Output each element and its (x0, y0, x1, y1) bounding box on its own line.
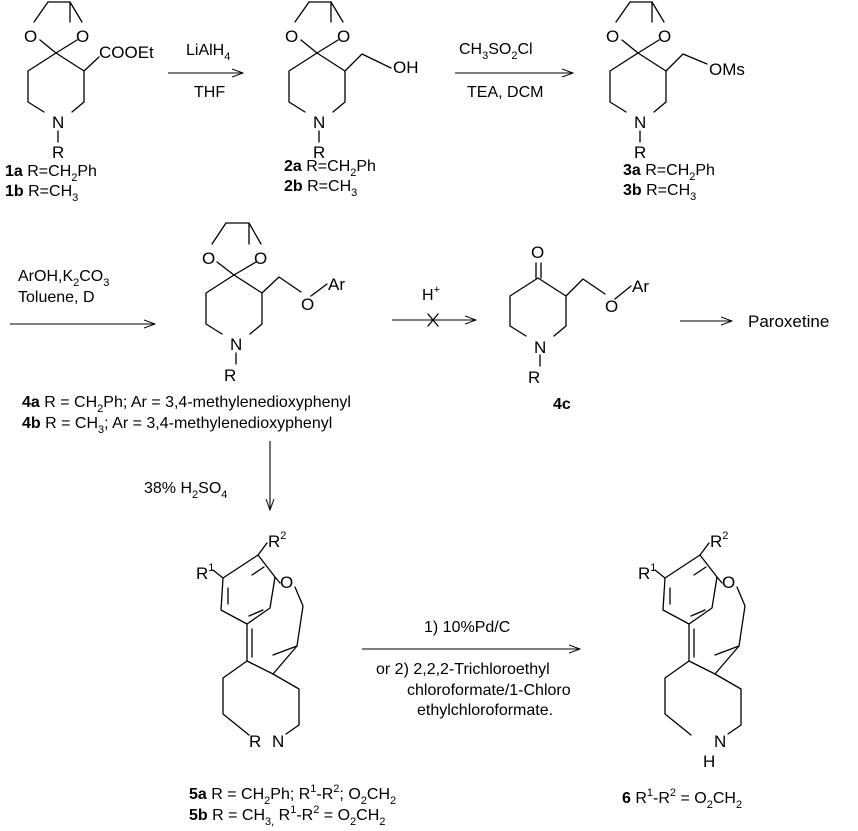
atom-o: O (202, 249, 215, 268)
label-1a: 1a R=CH2Ph (5, 163, 97, 184)
atom-r: R (528, 368, 540, 387)
label-2b: 2b R=CH3 (284, 178, 357, 199)
substituent-oh: OH (393, 58, 419, 77)
atom-n: N (272, 732, 284, 751)
substituent-ar: Ar (632, 277, 649, 296)
atom-r: R (52, 143, 64, 162)
label-6: 6 R1-R2 = O2CH2 (622, 787, 742, 811)
atom-o: O (605, 297, 618, 316)
atom-o: O (722, 573, 735, 592)
atom-r: R (313, 143, 325, 162)
atom-r: R (634, 143, 646, 162)
atom-o: O (658, 27, 671, 46)
reagent-step2-bottom: TEA, DCM (467, 84, 543, 101)
reagent-step1-top: LiAlH4 (186, 42, 230, 63)
reagent-step4: H+ (422, 284, 440, 304)
reagent-step7-line4: ethylchloroformate. (417, 702, 553, 719)
label-4c: 4c (553, 396, 571, 413)
atom-n: N (52, 113, 64, 132)
substituent-r1: R1 (638, 562, 656, 583)
reagent-step3-bottom: Toluene, D (18, 289, 95, 306)
atom-o: O (606, 27, 619, 46)
atom-o: O (285, 27, 298, 46)
compound-6-structure: O N H R2 R1 (638, 530, 746, 771)
atom-n: N (230, 335, 242, 354)
label-3b: 3b R=CH3 (623, 182, 696, 203)
label-5b: 5b R = CH3, R1-R2 = O2CH2 (189, 804, 385, 828)
substituent-ar: Ar (328, 275, 345, 294)
atom-o: O (301, 295, 314, 314)
atom-n: N (634, 113, 646, 132)
atom-h: H (703, 752, 715, 771)
substituent-r2: R2 (268, 530, 286, 551)
cross-icon (427, 313, 439, 327)
atom-o: O (24, 27, 37, 46)
reagent-step2-top: CH3SO2Cl (459, 41, 533, 62)
label-2a: 2a R=CH2Ph (284, 158, 376, 179)
atom-o: O (531, 243, 544, 262)
atom-n: N (313, 113, 325, 132)
compound-4-structure: O O O Ar N R (202, 222, 345, 385)
reagent-step7-line3: chloroformate/1-Chloro (407, 682, 571, 699)
substituent-cooet: COOEt (99, 43, 154, 62)
reagent-step7-line2: or 2) 2,2,2-Trichloroethyl (376, 661, 550, 678)
atom-o: O (337, 27, 350, 46)
atom-o: O (76, 27, 89, 46)
atom-n: N (534, 338, 546, 357)
compound-1-structure: O O N R COOEt (24, 1, 154, 162)
substituent-r1: R1 (196, 562, 214, 583)
label-3a: 3a R=CH2Ph (623, 162, 715, 183)
product-paroxetine: Paroxetine (748, 312, 829, 331)
reagent-step6: 38% H2SO4 (144, 480, 227, 501)
atom-o: O (280, 573, 293, 592)
label-4a: 4a R = CH2Ph; Ar = 3,4-methylenedioxyphe… (22, 394, 351, 415)
reagent-step3-top: ArOH,K2CO3 (18, 268, 109, 289)
atom-r: R (224, 366, 236, 385)
atom-r: R (249, 732, 261, 751)
substituent-oms: OMs (709, 60, 745, 79)
label-1b: 1b R=CH3 (5, 183, 78, 204)
reagent-step7-line1: 1) 10%Pd/C (424, 619, 510, 636)
compound-3-structure: O O N R OMs (606, 1, 745, 162)
atom-n: N (714, 732, 726, 751)
compound-2-structure: O O N R OH (285, 1, 419, 162)
compound-5-structure: O N R R2 R1 (196, 530, 304, 751)
substituent-r2: R2 (710, 530, 728, 551)
compound-4c-structure: O O Ar N R (509, 243, 649, 387)
label-4b: 4b R = CH3; Ar = 3,4-methylenedioxypheny… (22, 415, 332, 436)
label-5a: 5a R = CH2Ph; R1-R2; O2CH2 (189, 783, 396, 807)
reagent-step1-bottom: THF (194, 84, 225, 101)
atom-o: O (254, 249, 267, 268)
